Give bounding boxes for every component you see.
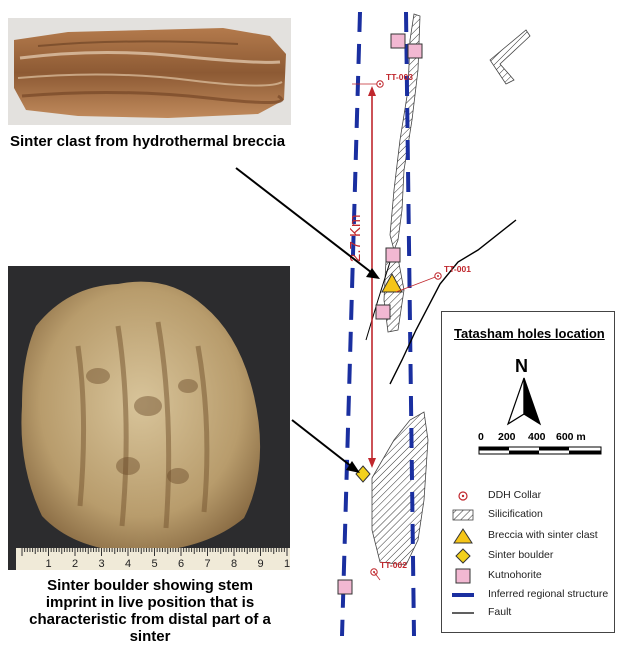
ddh-collar-icon (458, 491, 468, 501)
legend-item-fault: Fault (442, 605, 612, 621)
kutnohorite-square-icon (455, 568, 471, 584)
ddh-collar-tt-002: TT-002 (370, 560, 407, 581)
ruler-digit: 6 (178, 558, 184, 570)
north-arrow-icon (506, 377, 542, 426)
pointer-arrows (235, 167, 380, 473)
legend-item-kutnohorite: Kutnohorite (442, 568, 612, 584)
scale-tick-200: 200 (498, 431, 516, 443)
ruler-digit: 9 (258, 558, 264, 570)
collar-label-tt-002: TT-002 (380, 560, 407, 570)
scale-bar (478, 446, 602, 455)
ddh-collar-tt-003: TT-003 (352, 72, 413, 88)
legend-label: Sinter boulder (488, 549, 554, 561)
ruler (16, 548, 290, 570)
kutnohorite-occurrences (337, 33, 423, 595)
ruler-digit: 4 (125, 558, 131, 570)
legend-item-sinter-boulder: Sinter boulder (442, 548, 612, 564)
ruler-digit: 3 (99, 558, 105, 570)
kutnohorite-square (375, 304, 391, 320)
kutnohorite-square (407, 43, 423, 59)
silicification-zones (371, 13, 531, 566)
scale-tick-400: 400 (528, 431, 546, 443)
silicification-icon (452, 509, 474, 521)
legend-panel: Tatasham holes location N 0 200 400 600 … (441, 311, 615, 633)
clast-pointer-arrowhead (366, 268, 380, 279)
ruler-digit: 7 (205, 558, 211, 570)
ruler-digit: 5 (152, 558, 158, 570)
legend-item-ddh-collar: DDH Collar (442, 488, 612, 504)
fault-line-icon (452, 612, 474, 614)
legend-label: DDH Collar (488, 489, 542, 501)
legend-item-breccia: Breccia with sinter clast (442, 528, 612, 544)
ruler-digit: 2 (72, 558, 78, 570)
legend-title: Tatasham holes location (454, 326, 605, 341)
fault-line-central (365, 261, 391, 341)
legend-label: Fault (488, 606, 512, 618)
kutnohorite-square (390, 33, 406, 49)
boulder-pointer-arrow (291, 419, 357, 471)
legend-item-silicification: Silicification (442, 507, 612, 523)
silicification-zone-north (389, 13, 421, 252)
ruler-digit: 8 (231, 558, 237, 570)
sinter-boulder-caption: Sinter boulder showing stem imprint in l… (29, 577, 271, 645)
scale-tick-0: 0 (478, 431, 484, 443)
sinter-diamond-icon (455, 548, 471, 564)
regional-structure-line-icon (452, 593, 474, 597)
breccia-triangle-icon (453, 528, 473, 544)
legend-label: Inferred regional structure (488, 588, 609, 600)
ruler-digit: 1 (46, 558, 52, 570)
north-label: N (515, 356, 528, 376)
inferred-regional-structure-west (340, 11, 362, 637)
boulder-pointer-arrowhead (346, 461, 360, 473)
ddh-collar-tt-001: TT-001 (395, 264, 471, 293)
collar-label-tt-003: TT-003 (386, 72, 413, 82)
sinter-boulder-diamond (355, 465, 371, 483)
sinter-clast-photo (8, 18, 291, 125)
breccia-sinter-clast-triangle (381, 272, 403, 293)
legend-item-regional-structure: Inferred regional structure (442, 587, 612, 603)
legend-label: Silicification (488, 508, 543, 520)
legend-label: Breccia with sinter clast (488, 529, 598, 541)
sinter-clast-caption: Sinter clast from hydrothermal breccia (10, 133, 286, 150)
silicification-zone-south (371, 411, 429, 566)
distance-arrow-top (368, 86, 376, 96)
collar-label-tt-001: TT-001 (444, 264, 471, 274)
fault-line-northeast (389, 219, 517, 385)
kutnohorite-square (385, 247, 401, 263)
inferred-regional-structure-east (404, 11, 416, 637)
clast-pointer-arrow (235, 167, 377, 277)
kutnohorite-square (337, 579, 353, 595)
distance-arrow-bottom (368, 458, 376, 468)
distance-label: 2.7 Km (347, 214, 364, 262)
ruler-digit: 10 (284, 558, 290, 570)
sinter-boulder-photo: 1 2 3 4 5 6 7 8 9 10 (8, 266, 290, 570)
scale-tick-600: 600 m (556, 431, 586, 443)
legend-label: Kutnohorite (488, 569, 542, 581)
silicification-zone-chevron (489, 29, 531, 85)
silicification-zone-central (383, 257, 405, 333)
